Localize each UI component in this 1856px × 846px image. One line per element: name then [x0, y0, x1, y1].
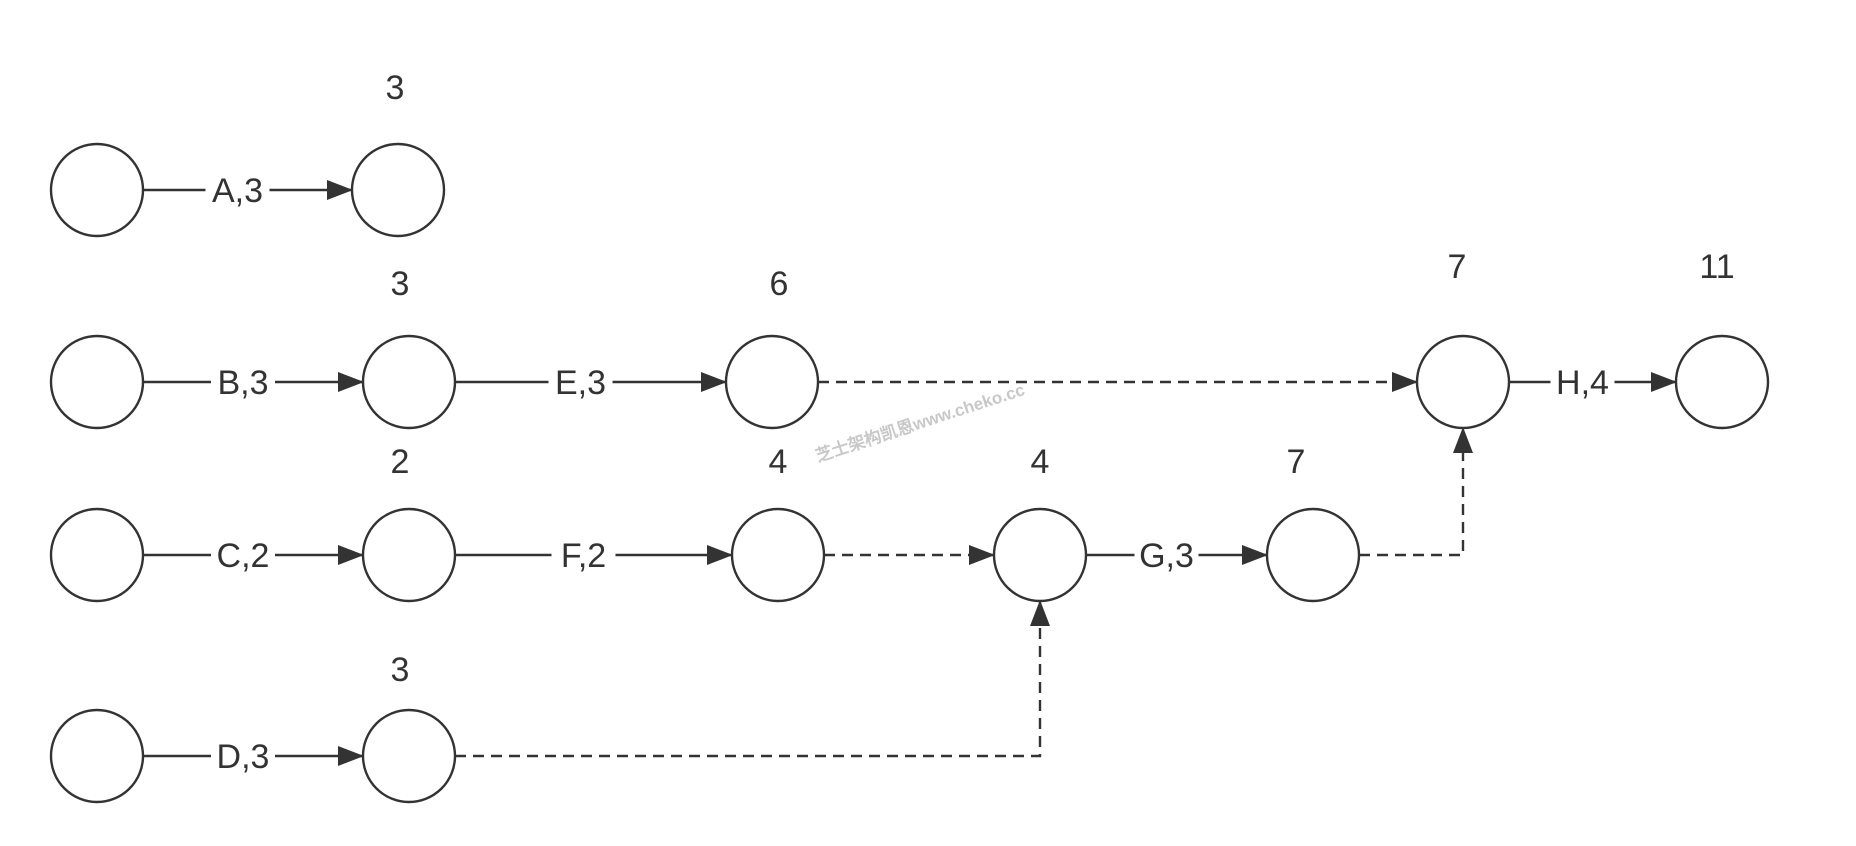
node-a0: [49, 142, 145, 238]
edge-label-bg: [548, 362, 613, 402]
node-h1: [1674, 334, 1770, 430]
edge-label-bg: [211, 736, 275, 776]
edge-label-b0-b1: B,3: [217, 364, 268, 402]
node-d0: [49, 708, 145, 804]
edge-label-g0-g1: G,3: [1139, 537, 1194, 575]
node-time-label-d1: 3: [391, 651, 410, 689]
edge-g1-h0: [1359, 427, 1473, 557]
edge-label-bg: [205, 170, 270, 210]
node-d1: [361, 708, 457, 804]
node-time-label-h1: 11: [1699, 248, 1734, 286]
edge-d1-g0: [455, 600, 1050, 758]
node-c2: [730, 507, 826, 603]
node-time-label-h0: 7: [1448, 248, 1467, 286]
node-time-label-b2: 6: [770, 265, 789, 303]
edge-label-b1-b2: E,3: [555, 364, 606, 402]
edge-label-bg: [211, 535, 275, 575]
node-g0: [992, 507, 1088, 603]
node-c0: [49, 507, 145, 603]
node-a1: [350, 142, 446, 238]
node-time-label-g1: 7: [1287, 443, 1306, 481]
node-c1: [361, 507, 457, 603]
edge-label-bg: [1550, 362, 1615, 402]
node-h0: [1415, 334, 1511, 430]
edge-label-c1-c2: F,2: [561, 537, 606, 575]
node-time-label-a1: 3: [386, 69, 405, 107]
node-b2: [724, 334, 820, 430]
node-g1: [1265, 507, 1361, 603]
watermark-text: 芝士架构凯恩www.cheko.cc: [813, 379, 1027, 466]
edge-label-a0-a1: A,3: [212, 172, 263, 210]
edge-label-c0-c1: C,2: [217, 537, 270, 575]
edge-label-bg: [211, 362, 275, 402]
nodes-layer: [49, 142, 1770, 804]
labels-layer: A,3B,3 E,3 H,4C,2 F,2 G,3D,3 3 3 6 7 11 2 4 4 7 3: [205, 69, 1735, 776]
node-time-label-g0: 4: [1031, 443, 1050, 481]
edge-label-bg: [551, 535, 616, 575]
node-b1: [361, 334, 457, 430]
edge-label-d0-d1: D,3: [217, 738, 270, 776]
edges-layer: [143, 180, 1677, 766]
edge-label-h0-h1: H,4: [1556, 364, 1609, 402]
node-time-label-c1: 2: [391, 443, 410, 481]
node-time-label-b1: 3: [391, 265, 410, 303]
node-time-label-c2: 4: [769, 443, 788, 481]
edge-label-bg: [1134, 535, 1199, 575]
node-b0: [49, 334, 145, 430]
